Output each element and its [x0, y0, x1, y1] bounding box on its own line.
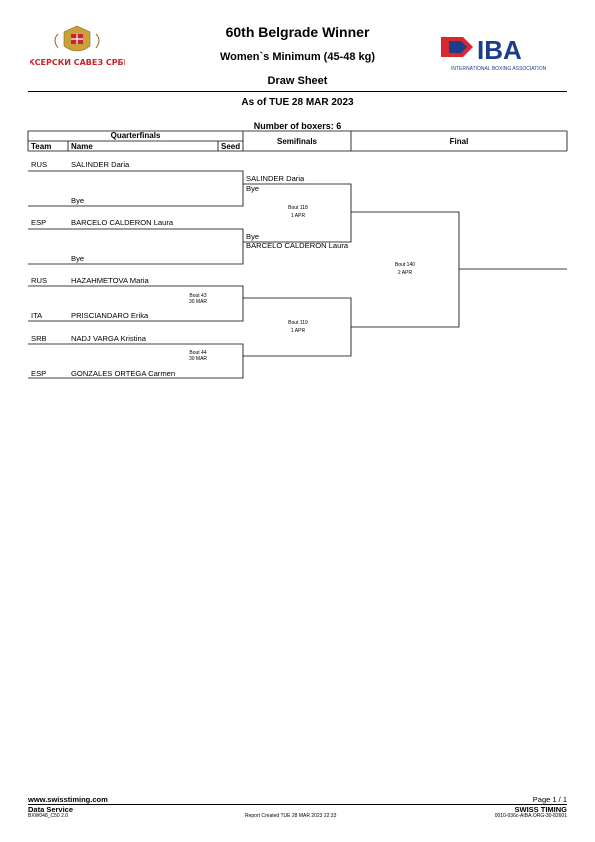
name-column-header: Name [71, 142, 93, 151]
bout-number: Bout 118 [288, 205, 308, 211]
qf-team: RUS [31, 160, 48, 169]
sf-name: SALINDER Daria [246, 174, 305, 183]
seed-column-header: Seed [221, 142, 241, 151]
bout-date: 1 APR [290, 213, 306, 219]
sf-bye: Bye [246, 184, 260, 193]
bout-date: 30 MAR [188, 299, 208, 305]
qf-team: SRB [31, 334, 47, 343]
footer-divider [28, 804, 567, 805]
qf-team: ITA [31, 311, 43, 320]
federation-logo-text: БОКСЕРСКИ САВЕЗ СРБИЈЕ [30, 58, 125, 67]
qf-name: Bye [71, 254, 85, 263]
sf-name: BARCELO CALDERON Laura [246, 241, 349, 250]
bout-number: Bout 119 [288, 320, 308, 326]
header-divider [28, 91, 567, 92]
quarterfinals-header: Quarterfinals [110, 131, 161, 140]
weight-category: Women`s Minimum (45-48 kg) [219, 51, 376, 63]
iba-logo-subtitle: INTERNATIONAL BOXING ASSOCIATION [451, 66, 547, 72]
footer-page-number: Page 1 / 1 [532, 795, 567, 804]
bout-date: 1 APR [290, 328, 306, 334]
qf-name: HAZAHMETOVA Maria [71, 276, 149, 285]
team-column-header: Team [31, 142, 52, 151]
bout-date: 2 APR [397, 270, 413, 276]
semifinals-header: Semifinals [276, 137, 317, 146]
qf-team: ESP [31, 218, 47, 227]
iba-logo: IBA INTERNATIONAL BOXING ASSOCIATION [437, 33, 567, 73]
qf-team: ESP [31, 369, 47, 378]
as-of-date: As of TUE 28 MAR 2023 [241, 97, 354, 108]
qf-name: Bye [71, 196, 85, 205]
sheet-title: Draw Sheet [267, 75, 328, 87]
qf-name: BARCELO CALDERON Laura [71, 218, 174, 227]
footer-data-service: Data Service [28, 805, 74, 814]
bout-date: 30 MAR [188, 356, 208, 362]
footer-report-created: Report Created TUE 28 MAR 2023 22:33 [245, 813, 337, 819]
federation-logo: БОКСЕРСКИ САВЕЗ СРБИЈЕ [15, 24, 139, 76]
bout-number: Bout 140 [394, 262, 416, 268]
qf-team: RUS [31, 276, 48, 285]
qf-name: PRISCIANDARO Erika [71, 311, 149, 320]
footer-code-left: BXW048_C50 2.0 [28, 813, 69, 819]
footer-brand: SWISS TIMING [514, 805, 568, 814]
qf-name: NADJ VARGA Kristina [71, 334, 146, 343]
bout-number: Bout 43 [189, 293, 207, 299]
event-title: 60th Belgrade Winner [225, 24, 370, 40]
final-header: Final [449, 137, 469, 146]
bout-number: Bout 44 [189, 350, 207, 356]
sf-bye: Bye [246, 232, 260, 241]
qf-name: SALINDER Daria [71, 160, 130, 169]
footer-code-right: 0010-036c-AIBA.ORG-30-82601 [494, 813, 567, 819]
qf-name: GONZALES ORTEGA Carmen [71, 369, 176, 378]
iba-logo-text: IBA [477, 35, 522, 65]
boxers-count: Number of boxers: 6 [253, 121, 342, 131]
footer-website: www.swisstiming.com [28, 795, 108, 804]
